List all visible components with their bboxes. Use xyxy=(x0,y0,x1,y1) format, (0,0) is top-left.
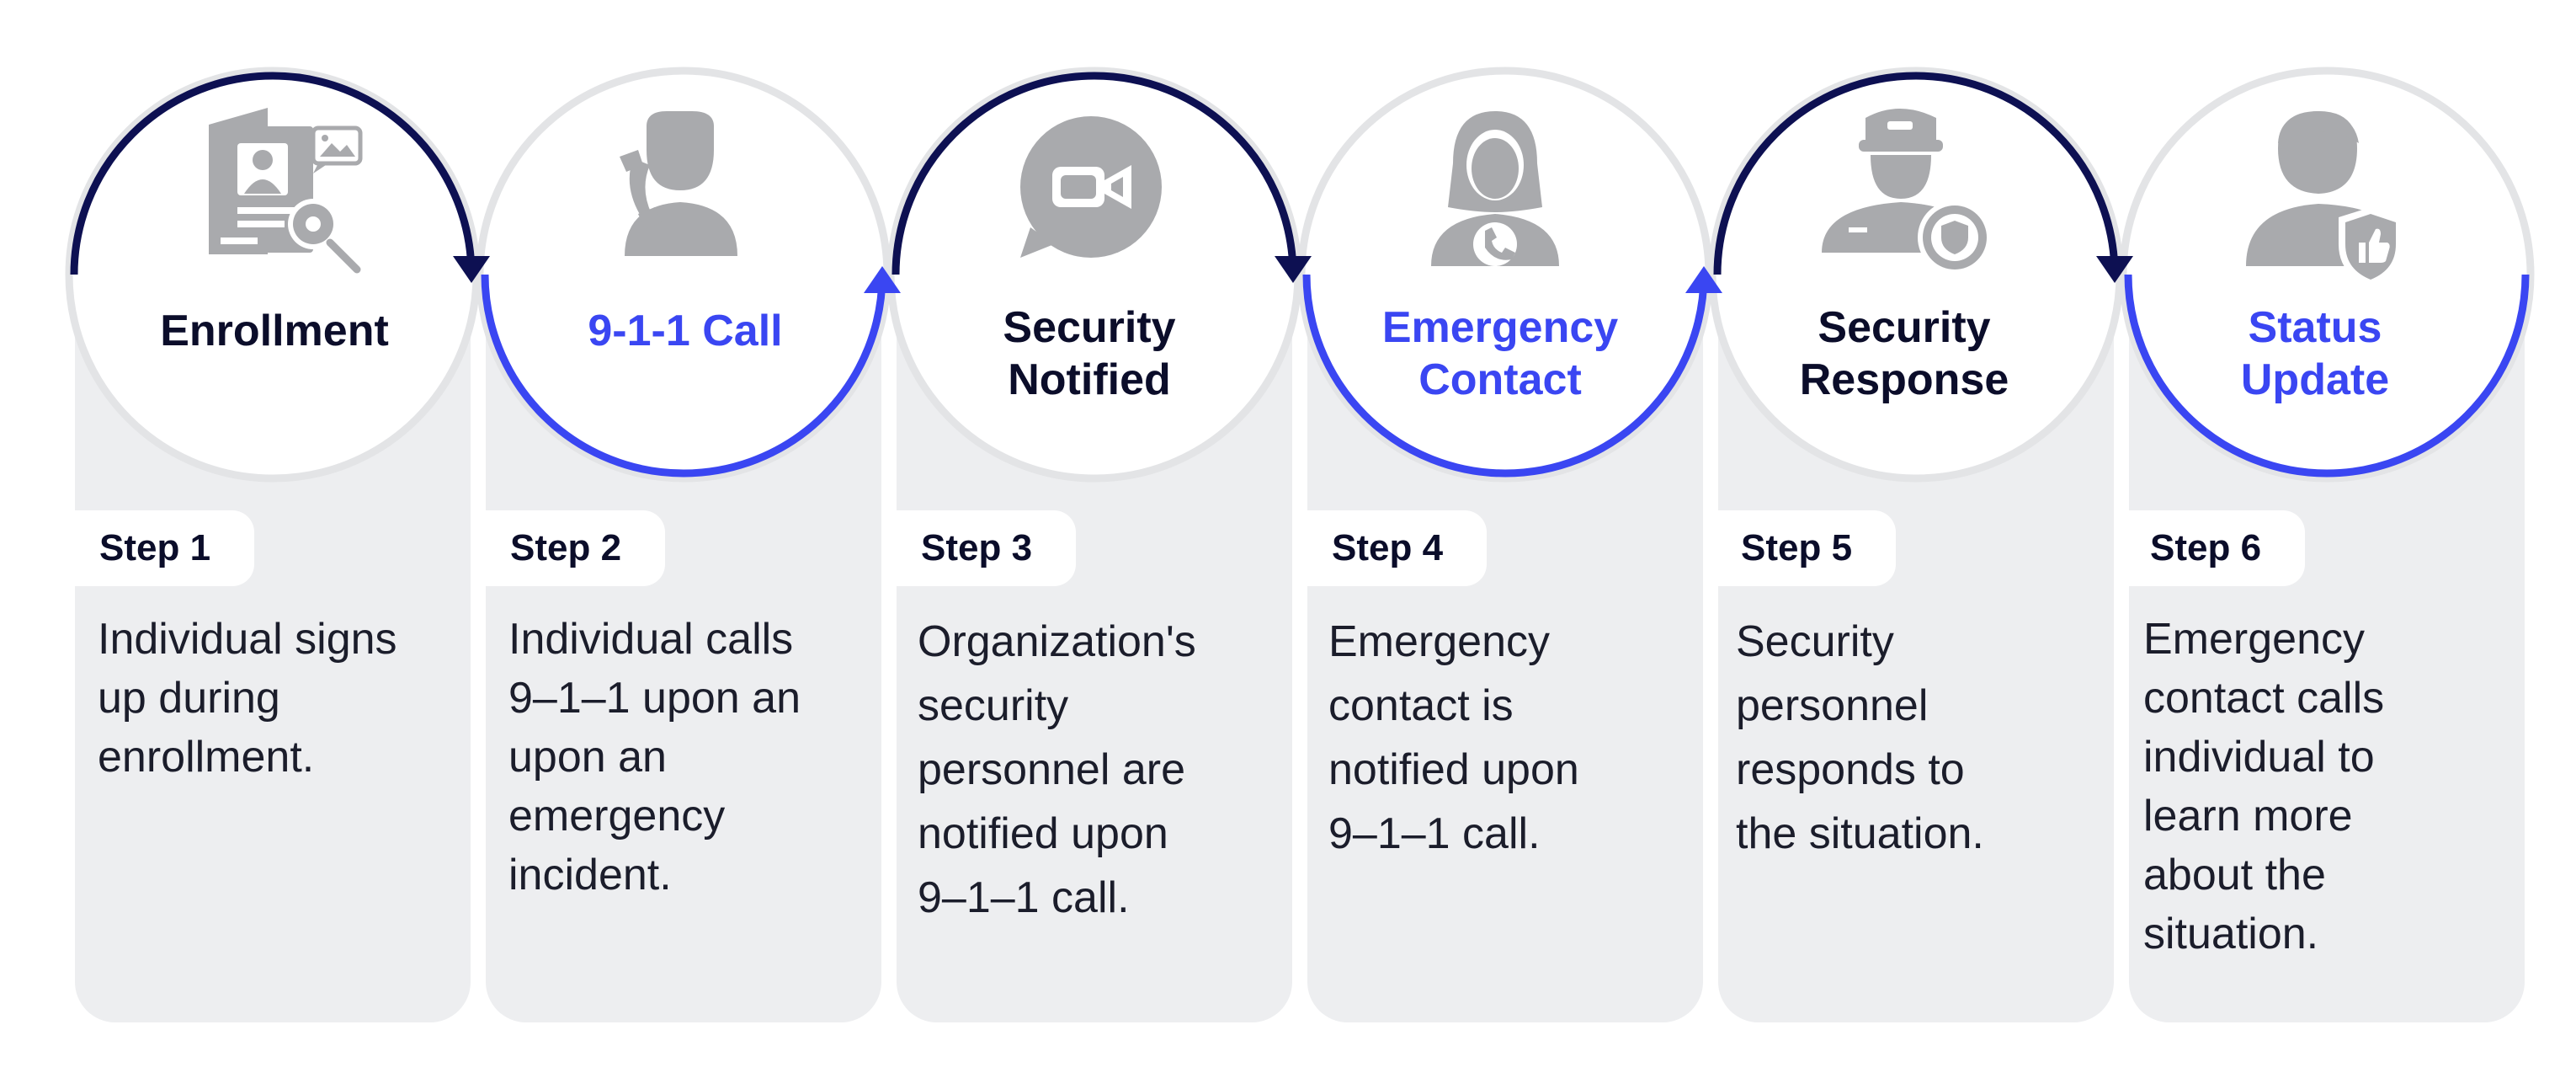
step-circle xyxy=(2119,67,2535,483)
description-line: incident. xyxy=(508,851,672,899)
flow-arrowhead xyxy=(1275,256,1312,283)
description-line: personnel xyxy=(1736,681,1929,730)
step-5-description: Security personnel responds to the situa… xyxy=(1736,610,2073,866)
step-6-title-line-2: Update xyxy=(2240,355,2390,404)
flow-arc xyxy=(2124,274,2530,478)
step-5-title: Security Response xyxy=(1727,302,2081,406)
step-6-description: Emergency contact calls individual to le… xyxy=(2143,610,2480,963)
step-2-description: Individual calls 9–1–1 upon an upon an e… xyxy=(508,610,845,905)
description-line: Individual signs xyxy=(98,615,397,664)
description-line: up during xyxy=(98,674,280,723)
description-line: upon an xyxy=(508,733,667,782)
step-1-badge: Step 1 xyxy=(69,510,254,586)
step-4-title-line-1: Emergency xyxy=(1381,303,1619,352)
description-line: emergency xyxy=(508,792,726,841)
step-5-badge: Step 5 xyxy=(1711,510,1896,586)
description-line: learn more xyxy=(2143,792,2353,841)
description-line: responds to xyxy=(1736,745,1965,794)
step-3-title-line-2: Notified xyxy=(1008,355,1171,404)
description-line: situation. xyxy=(2143,910,2319,958)
flow-arc xyxy=(481,274,886,478)
step-circles xyxy=(65,67,2535,483)
description-line: notified upon xyxy=(1328,745,1579,794)
step-3-title-line-1: Security xyxy=(1003,303,1176,352)
description-line: 9–1–1 call. xyxy=(918,873,1130,922)
description-line: individual to xyxy=(2143,733,2375,782)
flow-arc xyxy=(70,72,476,275)
step-2-title-line: 9-1-1 Call xyxy=(588,307,783,355)
description-line: Organization's xyxy=(918,617,1196,666)
description-line: Emergency xyxy=(2143,615,2365,664)
flow-arc xyxy=(891,72,1297,275)
description-line: 9–1–1 call. xyxy=(1328,809,1541,858)
flow-arrowhead xyxy=(864,266,901,293)
step-1-title: Enrollment xyxy=(98,305,451,357)
flow-arcs xyxy=(70,72,2530,478)
person-thumbs-up-icon xyxy=(2246,111,2403,286)
step-4-description: Emergency contact is notified upon 9–1–1… xyxy=(1328,610,1665,866)
flow-arrowhead xyxy=(453,256,490,283)
flow-arrowhead xyxy=(2096,256,2133,283)
step-3-title: Security Notified xyxy=(913,302,1266,406)
description-line: security xyxy=(918,681,1069,730)
step-3-description: Organization's security personnel are no… xyxy=(918,610,1254,930)
description-line: Security xyxy=(1736,617,1894,666)
woman-phone-icon xyxy=(1431,111,1559,266)
step-1-description: Individual signs up during enrollment. xyxy=(98,610,434,787)
person-phone-call-icon xyxy=(620,111,737,256)
description-line: contact is xyxy=(1328,681,1514,730)
flow-arc xyxy=(1302,274,1708,478)
step-2-badge: Step 2 xyxy=(480,510,665,586)
step-4-title: Emergency Contact xyxy=(1323,302,1677,406)
description-line: 9–1–1 upon an xyxy=(508,674,801,723)
description-line: notified upon xyxy=(918,809,1168,858)
video-chat-bubble-icon xyxy=(1020,116,1162,258)
security-guard-shield-icon xyxy=(1822,109,1992,275)
description-line: Emergency xyxy=(1328,617,1550,666)
step-5-title-line-2: Response xyxy=(1799,355,2009,404)
flow-arrowhead xyxy=(1685,266,1722,293)
step-3-badge: Step 3 xyxy=(891,510,1076,586)
step-1-title-line: Enrollment xyxy=(160,307,389,355)
description-line: Individual calls xyxy=(508,615,794,664)
enrollment-document-icon xyxy=(209,108,363,274)
step-2-title: 9-1-1 Call xyxy=(508,305,862,357)
flow-arc xyxy=(1713,72,2119,275)
description-line: the situation. xyxy=(1736,809,1984,858)
description-line: contact calls xyxy=(2143,674,2385,723)
description-line: about the xyxy=(2143,851,2326,899)
step-5-title-line-1: Security xyxy=(1818,303,1991,352)
description-line: enrollment. xyxy=(98,733,315,782)
step-6-title-line-1: Status xyxy=(2248,303,2382,352)
step-4-badge: Step 4 xyxy=(1301,510,1487,586)
step-6-badge: Step 6 xyxy=(2120,510,2305,586)
step-6-title: Status Update xyxy=(2138,302,2492,406)
step-4-title-line-2: Contact xyxy=(1418,355,1582,404)
description-line: personnel are xyxy=(918,745,1185,794)
